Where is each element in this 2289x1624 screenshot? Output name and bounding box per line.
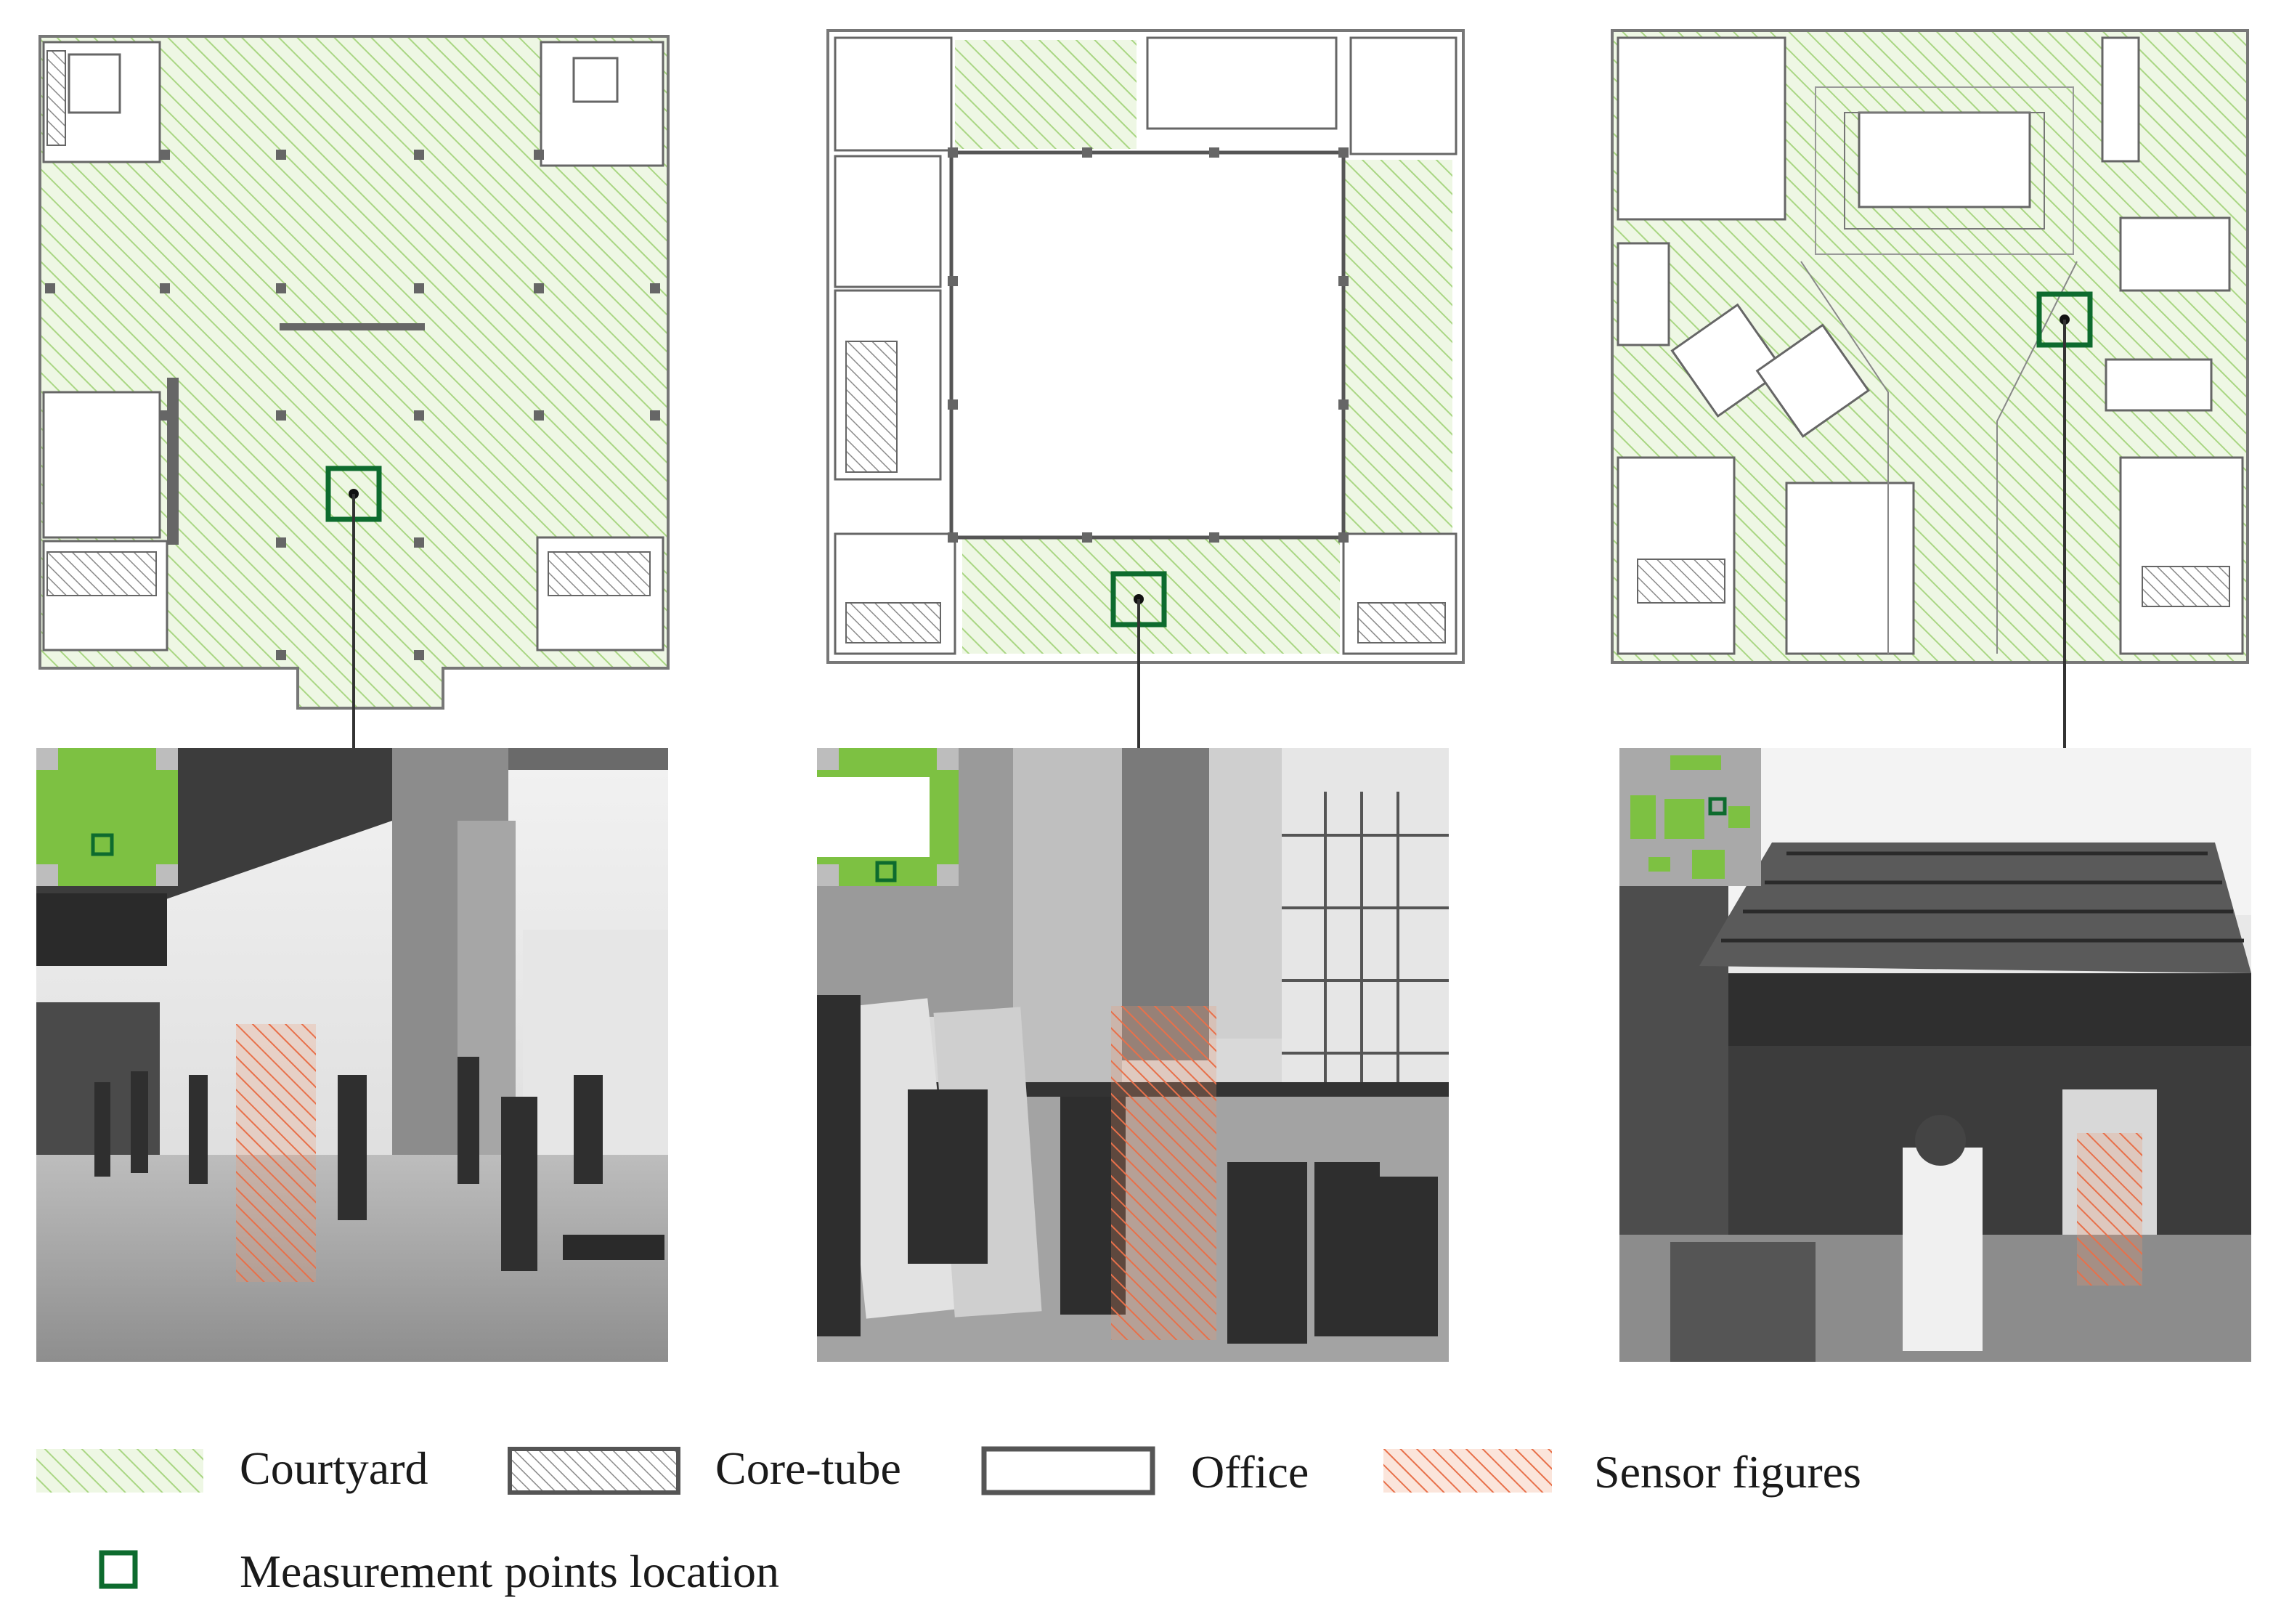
columns [45,150,660,660]
site-photo-2 [817,748,1449,1362]
sensor-figure-3 [2077,1133,2142,1286]
legend-swatch-sensor [1383,1449,1552,1493]
legend-swatch-measurement [99,1550,138,1589]
sensor-figure-1 [236,1024,316,1282]
office-area [949,150,1346,540]
legend-swatch-courtyard [36,1449,203,1493]
floor-plan-3 [1611,29,2249,748]
legend-swatch-office [981,1446,1155,1495]
floor-plan-1 [38,35,670,748]
legend-label-office: Office [1191,1446,1309,1498]
legend-swatch-core-tube [508,1447,680,1495]
legend-label-core-tube: Core-tube [715,1442,901,1494]
site-photo-1 [36,748,668,1362]
courtyard-area [955,40,1452,654]
floor-plan-2 [826,29,1465,748]
site-photo-3 [1619,748,2251,1362]
legend-label-measurement-points: Measurement points location [240,1546,779,1597]
legend-label-courtyard: Courtyard [240,1442,428,1494]
inset-map-1 [36,748,178,886]
sensor-figure-2 [1111,1006,1216,1340]
legend-label-sensor-figures: Sensor figures [1594,1446,1861,1498]
courtyard-area [38,35,670,710]
